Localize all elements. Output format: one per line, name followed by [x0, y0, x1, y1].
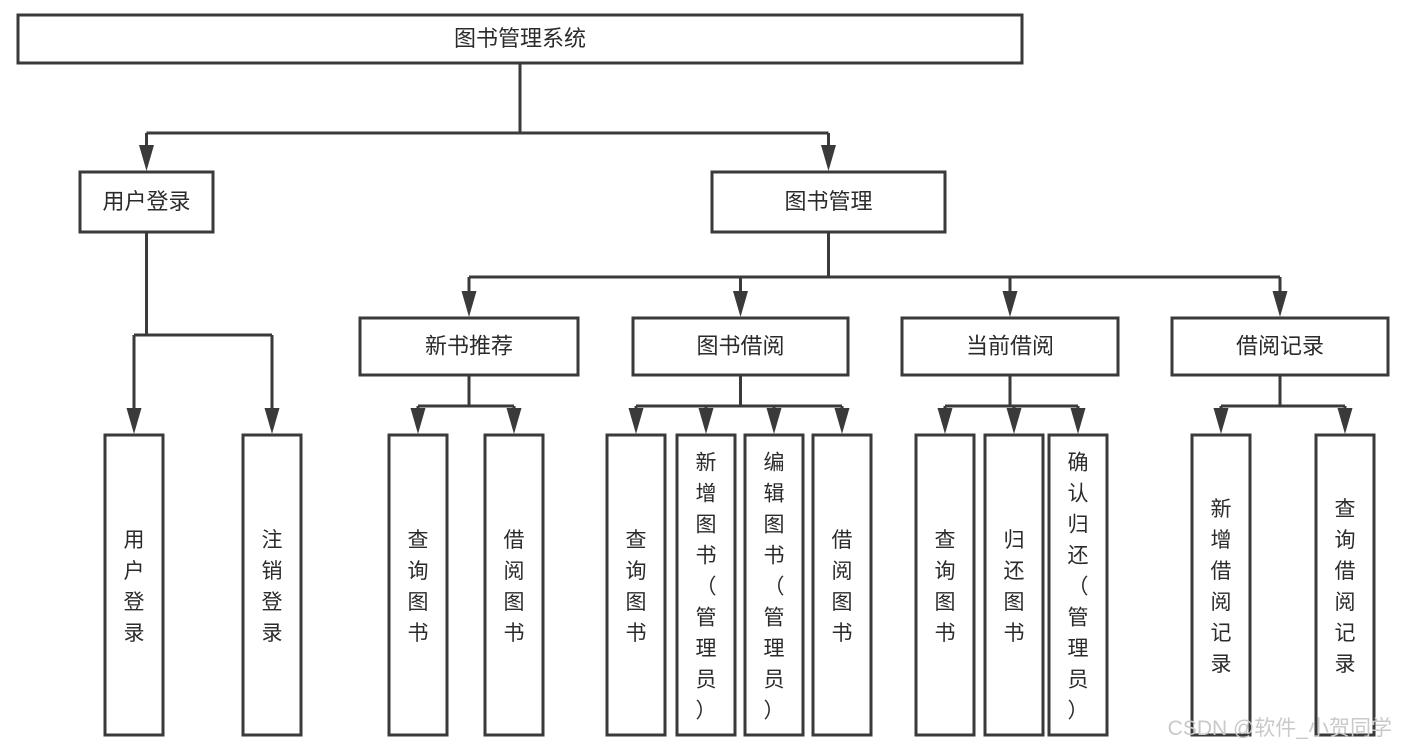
node-box [1170, 316, 1390, 377]
node-box [675, 433, 737, 737]
node-label: 查询图书 [408, 529, 429, 645]
node-box [483, 433, 545, 737]
node-label: 借阅图书 [504, 529, 525, 645]
node-box [103, 433, 165, 737]
node-label: 注销登录 [262, 529, 283, 645]
connector-group-bookmgmt [461, 232, 1288, 317]
node-label: 确认归还（管理员） [1068, 452, 1089, 723]
node-leaf-new-query[interactable]: 查询图书 [387, 433, 449, 737]
node-box [1047, 433, 1109, 737]
node-label: 图书管理 [784, 189, 872, 214]
node-label: 用户登录 [102, 189, 190, 214]
node-label: 查询借阅记录 [1335, 498, 1356, 676]
node-box [1190, 433, 1252, 737]
node-box [241, 433, 303, 737]
node-records[interactable]: 借阅记录 [1170, 316, 1390, 377]
node-box [16, 13, 1024, 65]
connector-group-current [937, 375, 1086, 434]
node-leaf-record-query[interactable]: 查询借阅记录 [1314, 433, 1376, 737]
node-box [387, 433, 449, 737]
node-leaf-current-confirm[interactable]: 确认归还（管理员） [1047, 433, 1109, 737]
node-borrow[interactable]: 图书借阅 [631, 316, 850, 377]
node-leaf-record-add[interactable]: 新增借阅记录 [1190, 433, 1252, 737]
connector-group-newbook [410, 375, 522, 434]
node-leaf-borrow-add[interactable]: 新增图书（管理员） [675, 433, 737, 737]
node-box [78, 170, 215, 234]
connector-group-login [126, 232, 280, 434]
node-layer: 图书管理系统用户登录图书管理新书推荐图书借阅当前借阅借阅记录用户登录注销登录查询… [16, 13, 1390, 737]
node-box [1314, 433, 1376, 737]
node-label: 新增图书（管理员） [696, 452, 717, 723]
node-leaf-borrow-edit[interactable]: 编辑图书（管理员） [743, 433, 805, 737]
node-label: 归还图书 [1004, 529, 1025, 645]
node-box [914, 433, 976, 737]
node-label: 用户登录 [124, 529, 145, 645]
node-current[interactable]: 当前借阅 [900, 316, 1120, 377]
node-root[interactable]: 图书管理系统 [16, 13, 1024, 65]
node-box [358, 316, 580, 377]
node-label: 新书推荐 [425, 333, 513, 358]
node-label: 借阅图书 [832, 529, 853, 645]
node-leaf-borrow-query[interactable]: 查询图书 [605, 433, 667, 737]
node-label: 当前借阅 [966, 333, 1054, 358]
node-leaf-current-query[interactable]: 查询图书 [914, 433, 976, 737]
connector-layer [126, 63, 1353, 434]
node-bookmgmt[interactable]: 图书管理 [710, 170, 947, 234]
node-box [983, 433, 1045, 737]
node-label: 图书借阅 [696, 333, 784, 358]
node-label: 图书管理系统 [454, 26, 586, 51]
connector-group-records [1213, 375, 1353, 434]
node-box [605, 433, 667, 737]
connector-group-borrow [628, 375, 850, 434]
node-leaf-user-login[interactable]: 用户登录 [103, 433, 165, 737]
node-box [811, 433, 873, 737]
connector-group-root [139, 63, 836, 171]
node-box [900, 316, 1120, 377]
node-label: 查询图书 [935, 529, 956, 645]
node-login[interactable]: 用户登录 [78, 170, 215, 234]
node-newbook[interactable]: 新书推荐 [358, 316, 580, 377]
node-box [710, 170, 947, 234]
node-label: 编辑图书（管理员） [764, 452, 785, 723]
node-leaf-borrow-lend[interactable]: 借阅图书 [811, 433, 873, 737]
node-leaf-user-logout[interactable]: 注销登录 [241, 433, 303, 737]
node-box [631, 316, 850, 377]
node-label: 借阅记录 [1236, 333, 1324, 358]
node-leaf-new-borrow[interactable]: 借阅图书 [483, 433, 545, 737]
watermark-label: CSDN @软件_小贺同学 [1168, 717, 1392, 740]
node-label: 新增借阅记录 [1211, 498, 1232, 676]
node-leaf-current-return[interactable]: 归还图书 [983, 433, 1045, 737]
node-label: 查询图书 [626, 529, 647, 645]
node-box [743, 433, 805, 737]
